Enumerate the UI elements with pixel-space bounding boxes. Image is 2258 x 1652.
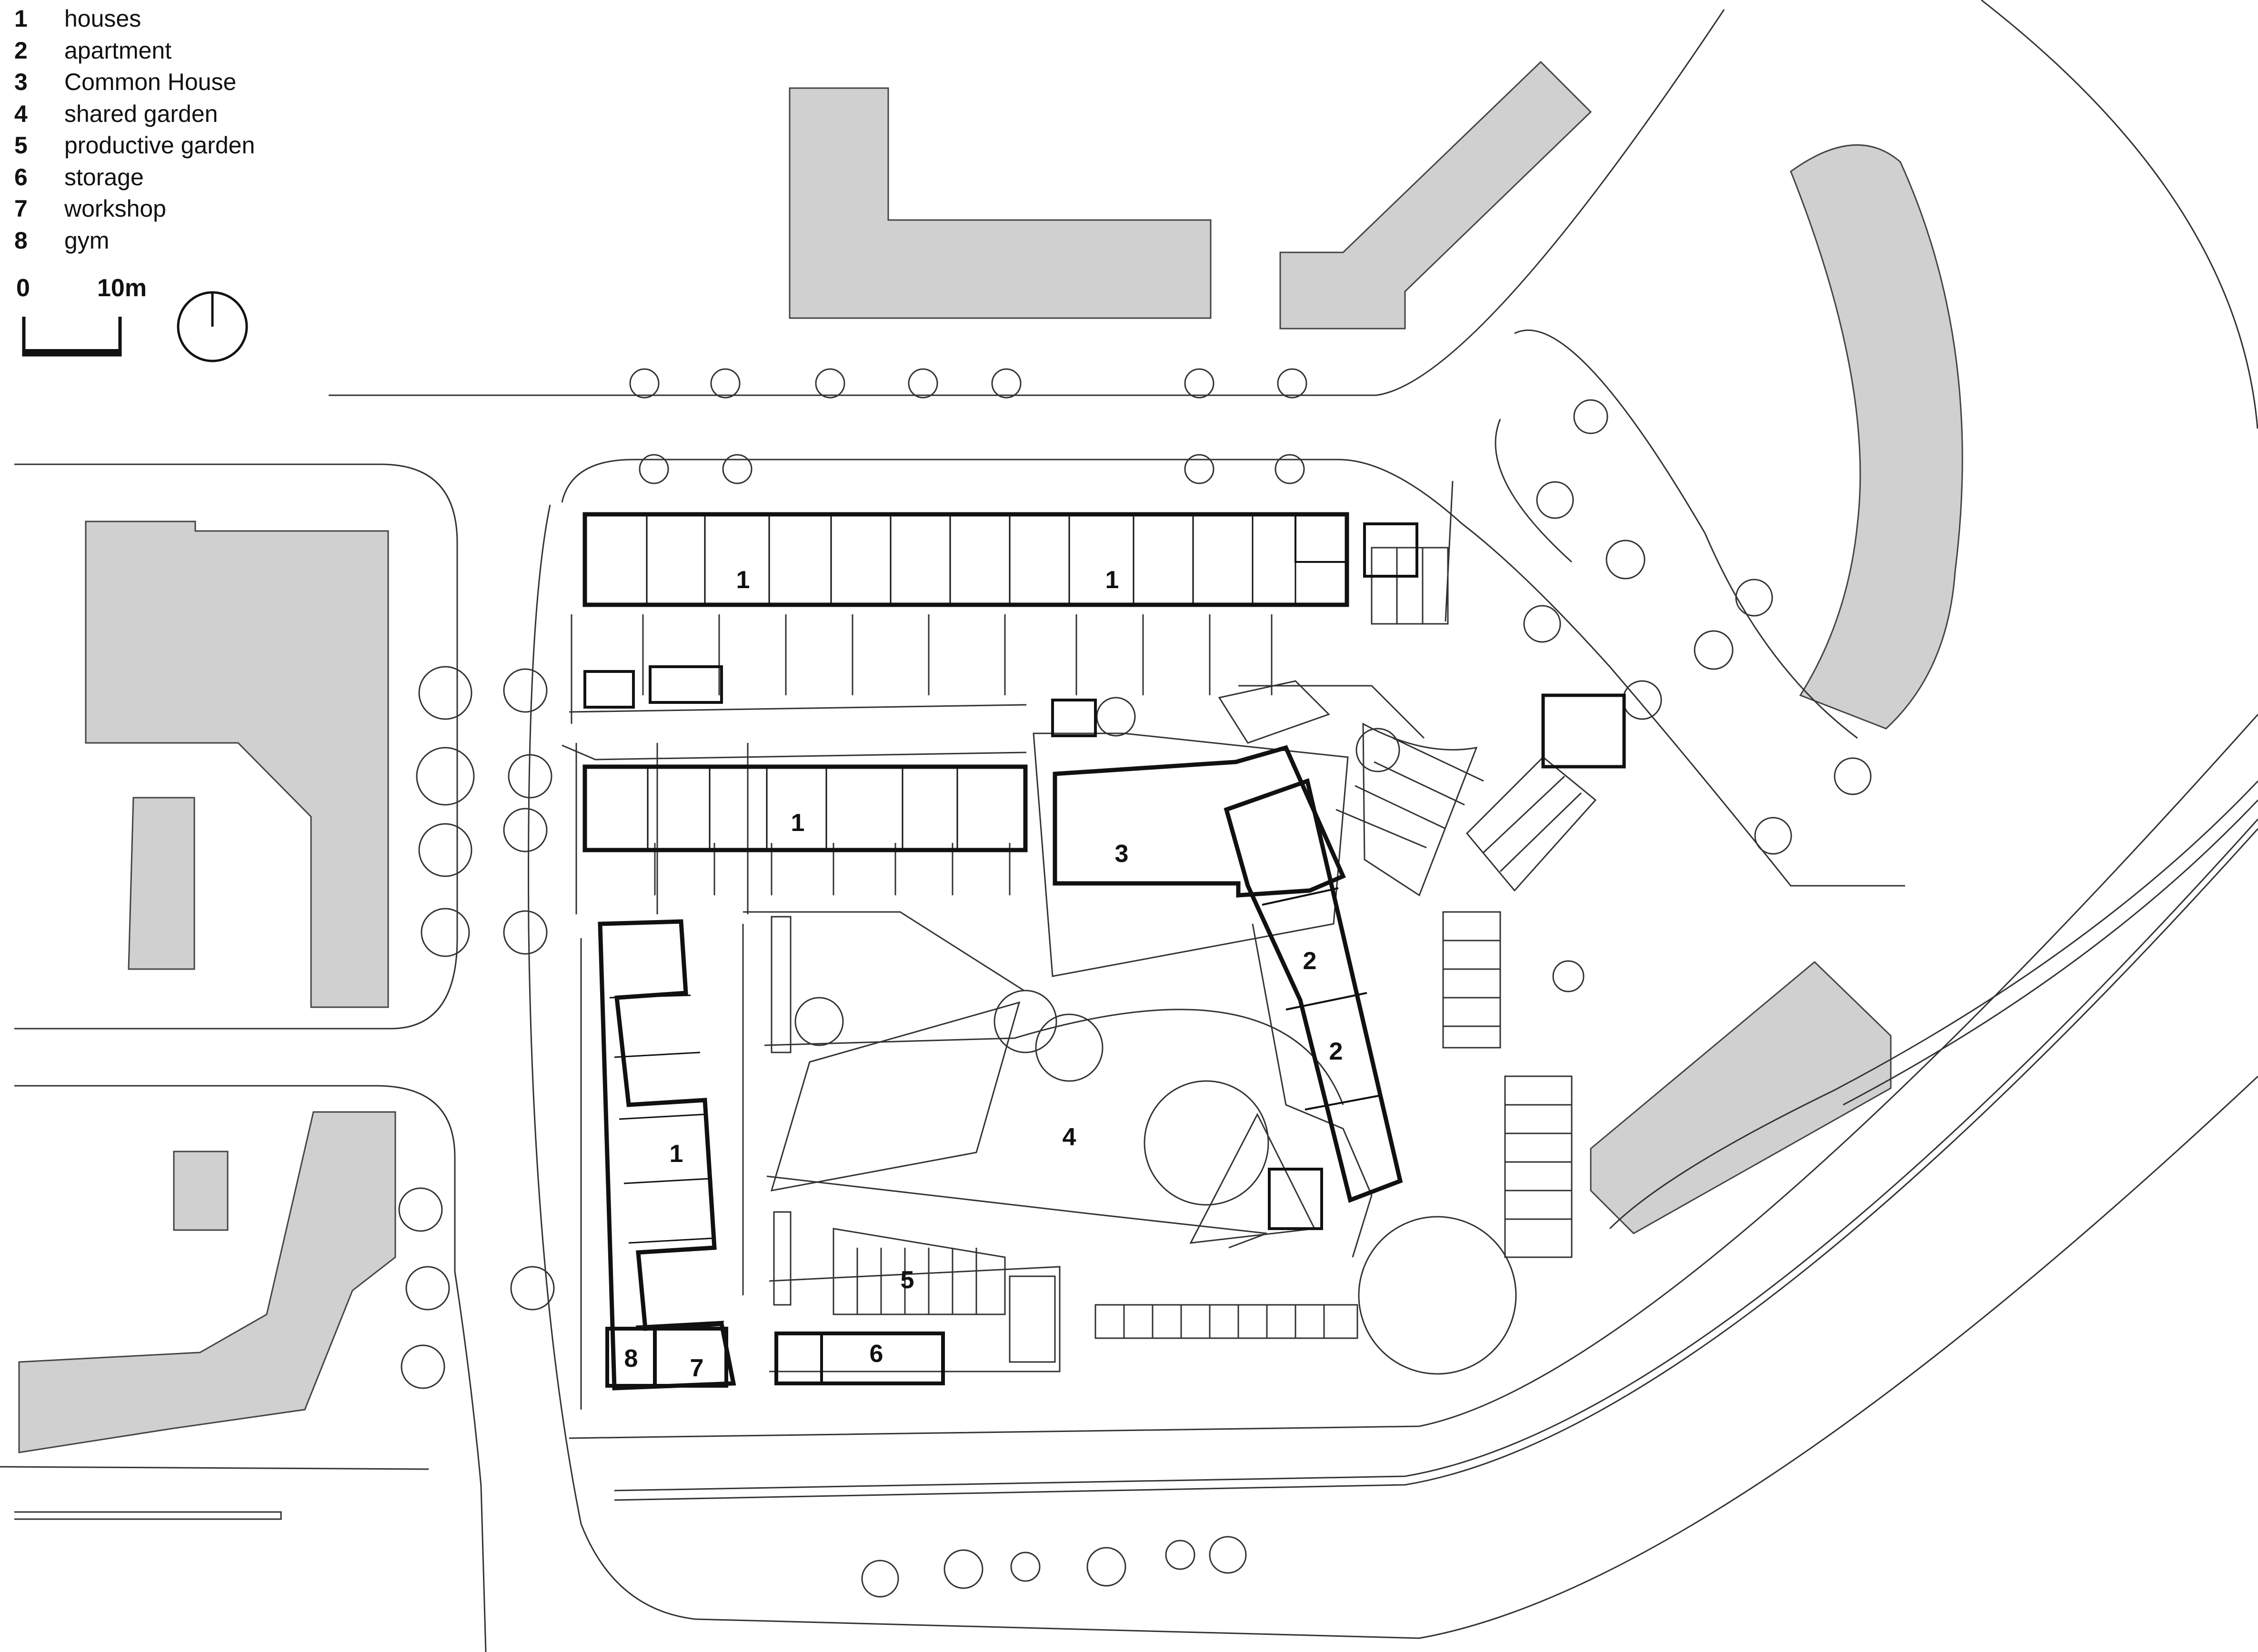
workshop-building <box>653 1327 728 1388</box>
storage-label: 6 <box>870 1340 883 1368</box>
legend-item: 6 storage <box>14 163 348 195</box>
house-row-west <box>598 919 736 1391</box>
legend-label: Common House <box>64 69 237 95</box>
north-arrow-icon <box>177 291 248 362</box>
legend-label: productive garden <box>64 132 255 159</box>
neighbour-building <box>18 1111 396 1453</box>
scale-bar <box>22 317 122 357</box>
storage-building <box>774 1332 945 1385</box>
buildings <box>582 512 1626 1391</box>
legend-label: apartment <box>64 37 172 64</box>
houses-label: 1 <box>791 809 805 837</box>
legend: 1 houses 2 apartment 3 Common House 4 shared… <box>14 5 348 258</box>
legend-label: storage <box>64 163 144 190</box>
neighbour-building <box>789 87 1212 319</box>
legend-item: 7 workshop <box>14 195 348 227</box>
legend-number: 2 <box>14 37 28 64</box>
apartment-label: 2 <box>1329 1038 1343 1065</box>
neighbour-building <box>1590 961 1892 1234</box>
legend-label: workshop <box>64 195 166 222</box>
legend-label: shared garden <box>64 100 218 127</box>
house-row-north <box>582 512 1349 607</box>
shared-garden-label: 4 <box>1063 1123 1076 1151</box>
legend-item: 8 gym <box>14 227 348 259</box>
gym-label: 8 <box>624 1345 638 1372</box>
legend-item: 1 houses <box>14 5 348 37</box>
legend-item: 3 Common House <box>14 68 348 100</box>
legend-number: 5 <box>14 132 28 159</box>
apartment-label: 2 <box>1303 947 1317 975</box>
plan-labels: 1 1 1 1 2 2 3 4 5 6 7 8 <box>624 566 1343 1382</box>
productive-garden-label: 5 <box>901 1266 914 1294</box>
neighbour-building <box>128 797 195 970</box>
neighbour-building <box>1279 60 1592 330</box>
legend-item: 2 apartment <box>14 37 348 69</box>
neighbour-building <box>173 1151 229 1231</box>
legend-label: houses <box>64 5 141 32</box>
houses-label: 1 <box>670 1140 683 1168</box>
legend-number: 7 <box>14 195 28 222</box>
legend-number: 4 <box>14 100 28 127</box>
apartment-wing <box>1224 778 1403 1203</box>
legend-number: 8 <box>14 227 28 254</box>
house-row-north-dividers <box>646 514 1296 605</box>
common-house-label: 3 <box>1115 840 1129 868</box>
neighbour-buildings <box>18 60 1963 1453</box>
legend-item: 5 productive garden <box>14 131 348 163</box>
trees <box>398 368 1872 1598</box>
legend-number: 6 <box>14 163 28 190</box>
scale-start-label: 0 <box>16 274 30 302</box>
house-row-middle <box>582 764 1028 852</box>
legend-label: gym <box>64 227 110 254</box>
neighbour-building <box>85 521 389 1008</box>
workshop-label: 7 <box>690 1354 704 1382</box>
legend-number: 3 <box>14 69 28 95</box>
houses-label: 1 <box>736 566 750 594</box>
legend-item: 4 shared garden <box>14 100 348 132</box>
garden-layout <box>562 614 1425 1410</box>
parking <box>1094 481 1597 1339</box>
legend-number: 1 <box>14 5 28 32</box>
scale-end-label: 10m <box>97 274 147 302</box>
common-house <box>1053 745 1346 898</box>
houses-label: 1 <box>1105 566 1119 594</box>
neighbour-building <box>1790 144 1963 730</box>
